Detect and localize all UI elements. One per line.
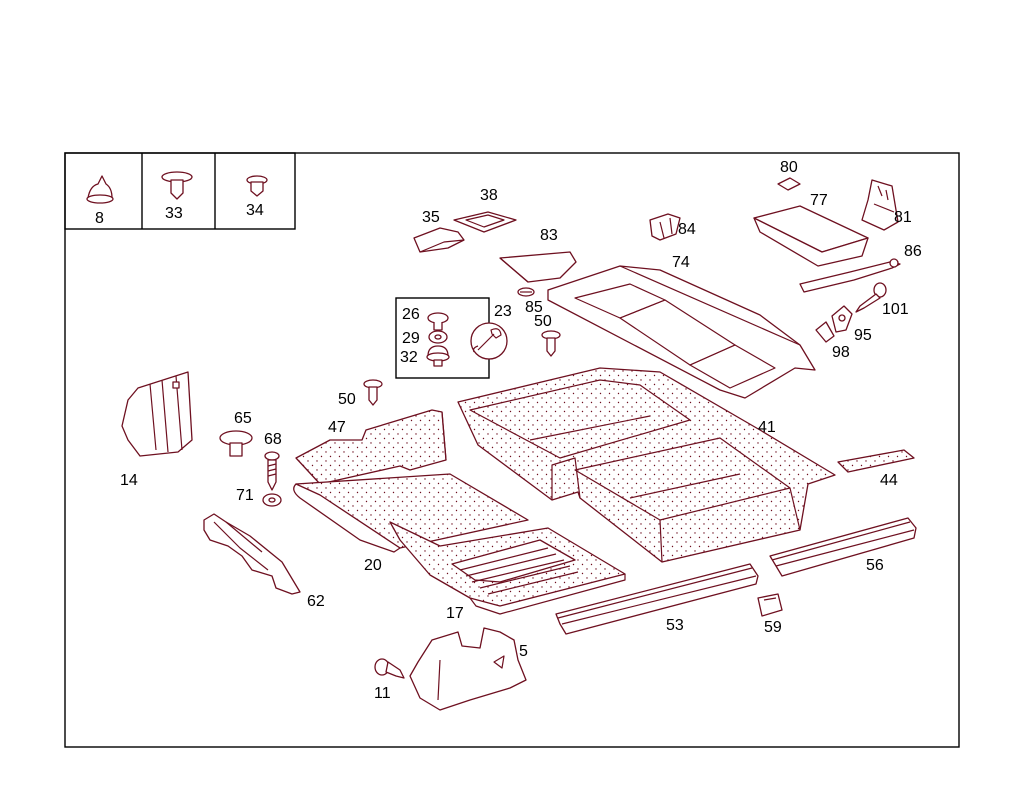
part-81-bracket[interactable] — [861, 179, 899, 231]
part-98-clip[interactable] — [815, 321, 835, 343]
part-80-clip[interactable] — [777, 177, 801, 191]
part-38-tray[interactable] — [453, 211, 517, 233]
label-101: 101 — [882, 301, 909, 318]
part-59-clip[interactable] — [757, 593, 783, 617]
label-41: 41 — [758, 419, 776, 436]
part-47-front-mat[interactable] — [295, 409, 447, 485]
label-5: 5 — [519, 643, 528, 660]
label-71: 71 — [236, 487, 254, 504]
part-68-screw[interactable] — [264, 451, 280, 491]
part-11-screw[interactable] — [374, 658, 405, 679]
part-14-side-panel[interactable] — [121, 371, 193, 457]
wrench-icon[interactable] — [470, 322, 508, 360]
label-86: 86 — [904, 243, 922, 260]
part-101-screw[interactable] — [855, 282, 887, 313]
label-65: 65 — [234, 410, 252, 427]
part-85-clip[interactable] — [517, 287, 535, 297]
part-50b-plug[interactable] — [541, 330, 561, 357]
part-62-trim-bracket[interactable] — [203, 513, 301, 595]
label-68: 68 — [264, 431, 282, 448]
label-53: 53 — [666, 617, 684, 634]
part-17-footwell-mat[interactable] — [389, 521, 626, 615]
part-26-cap[interactable] — [427, 312, 449, 324]
label-80: 80 — [780, 159, 798, 176]
part-71-washer[interactable] — [262, 493, 282, 507]
group-label-29: 29 — [402, 330, 420, 347]
part-20-floor-mat[interactable] — [293, 473, 529, 553]
label-83: 83 — [540, 227, 558, 244]
label-85: 85 — [525, 299, 543, 316]
label-47: 47 — [328, 419, 346, 436]
part-44-strip[interactable] — [837, 449, 915, 473]
label-50a: 50 — [338, 391, 356, 408]
legend-label-8: 8 — [95, 210, 104, 227]
diagram-frame — [64, 152, 960, 748]
legend-label-34: 34 — [246, 202, 264, 219]
part-5-cover[interactable] — [409, 627, 527, 711]
label-35: 35 — [422, 209, 440, 226]
part-50a-plug[interactable] — [363, 379, 383, 406]
legend-part-34[interactable]: 34 — [246, 175, 268, 219]
legend-part-33[interactable]: 33 — [161, 171, 193, 222]
label-77: 77 — [810, 192, 828, 209]
label-14: 14 — [120, 472, 138, 489]
label-44: 44 — [880, 472, 898, 489]
label-81: 81 — [894, 209, 912, 226]
group-label-32: 32 — [400, 349, 418, 366]
label-95: 95 — [854, 327, 872, 344]
part-65-fastener[interactable] — [219, 430, 253, 457]
label-74: 74 — [672, 254, 690, 271]
label-59: 59 — [764, 619, 782, 636]
group-label-26: 26 — [402, 306, 420, 323]
part-53-sill-plate[interactable] — [555, 563, 759, 635]
part-74-rear-shelf[interactable] — [547, 265, 816, 399]
part-95-clip[interactable] — [831, 305, 853, 333]
label-23: 23 — [494, 303, 512, 320]
label-11: 11 — [374, 685, 391, 702]
part-41-floor-pan[interactable] — [457, 367, 836, 563]
label-56: 56 — [866, 557, 884, 574]
part-84-bracket[interactable] — [649, 213, 681, 241]
part-86-strap[interactable] — [799, 258, 901, 293]
part-35-cap[interactable] — [413, 227, 465, 253]
part-83-cover[interactable] — [499, 251, 577, 283]
label-17: 17 — [446, 605, 464, 622]
legend-part-8[interactable]: 8 — [86, 175, 114, 227]
label-38: 38 — [480, 187, 498, 204]
legend-label-33: 33 — [165, 205, 183, 222]
label-50b: 50 — [534, 313, 552, 330]
label-84: 84 — [678, 221, 696, 238]
legend-box: 8 33 34 — [64, 152, 296, 230]
part-77-storage-box[interactable] — [753, 205, 869, 267]
label-98: 98 — [832, 344, 850, 361]
label-62: 62 — [307, 593, 325, 610]
label-20: 20 — [364, 557, 382, 574]
part-56-sill-plate[interactable] — [769, 517, 917, 577]
